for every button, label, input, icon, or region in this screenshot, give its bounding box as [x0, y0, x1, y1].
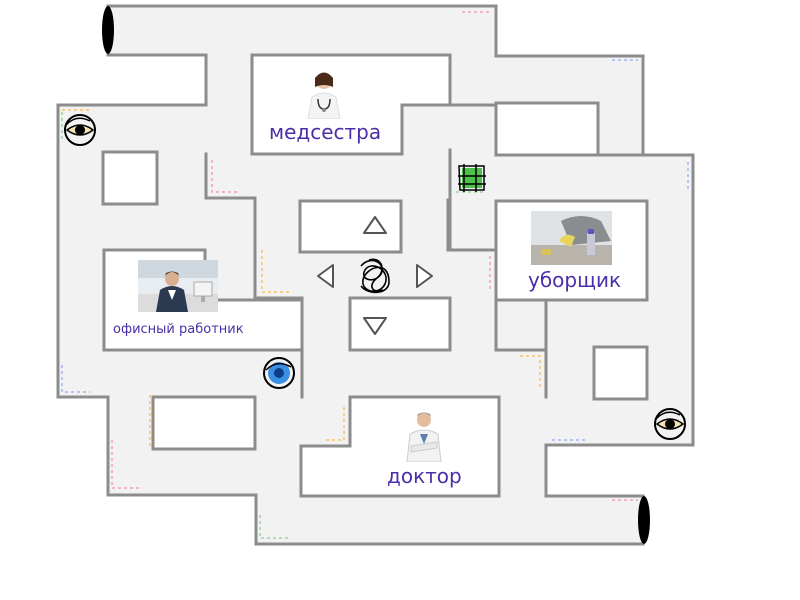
- doctor-photo: [403, 404, 445, 462]
- wall-accents: [61, 11, 689, 539]
- office-worker-photo: [138, 260, 218, 312]
- eye-icon: [64, 114, 96, 146]
- nurse-room-label: медсестра: [269, 120, 382, 144]
- move-left-button[interactable]: [310, 261, 340, 291]
- cleaner-room-label: уборщик: [528, 268, 622, 292]
- arrow-right-icon: [416, 264, 433, 288]
- arrow-left-icon: [317, 264, 334, 288]
- entrance-hole: [102, 6, 114, 54]
- cleaner-photo: [531, 211, 612, 265]
- blue-eye-icon: [263, 357, 295, 389]
- green-scribble-icon: [458, 164, 486, 192]
- arrow-down-icon: [363, 317, 387, 335]
- office-room-label: офисный работник: [113, 322, 244, 337]
- doctor-room-label: доктор: [387, 464, 462, 488]
- move-up-button[interactable]: [360, 211, 390, 241]
- nurse-photo: [300, 63, 348, 119]
- scribble-player-icon[interactable]: [360, 258, 390, 294]
- eye-icon: [654, 408, 686, 440]
- exit-hole: [638, 496, 650, 544]
- maze-inner-walls: [204, 103, 645, 448]
- move-right-button[interactable]: [410, 261, 440, 291]
- arrow-up-icon: [363, 216, 387, 234]
- move-down-button[interactable]: [360, 310, 390, 340]
